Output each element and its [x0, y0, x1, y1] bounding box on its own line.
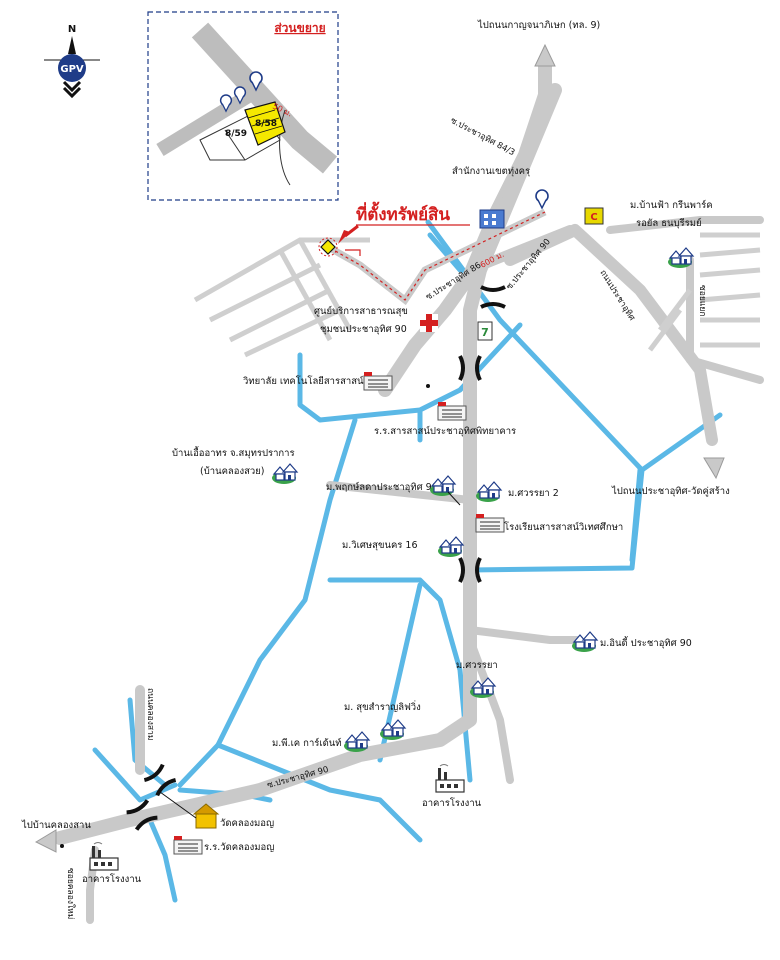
- landmark-college: วิทยาลัย เทคโนโลยีสารสาสน์: [242, 375, 364, 387]
- village-grid-right: [648, 232, 761, 352]
- brand-logo: GPV: [60, 64, 84, 75]
- road-bottom-left-vertical: ซอยคลองใหม่: [65, 868, 76, 919]
- landmark-school-wittaya: โรงเรียนสารสาสน์วิเทศศึกษา: [504, 521, 623, 533]
- road-soi-right-small: ซอยแยก: [697, 285, 707, 316]
- landmark-village-pk: ม.พี.เค การ์เด้นท์: [272, 737, 342, 749]
- landmark-school-temple: ร.ร.วัดคลองมอญ: [204, 842, 274, 853]
- inset-title: ส่วนขยาย: [274, 21, 325, 35]
- compass-north-label: N: [68, 24, 76, 35]
- landmark-factory-2: อาคารโรงงาน: [82, 873, 142, 885]
- inset-map: ส่วนขยาย 8/58 8/59 50 ม.: [147, 11, 339, 201]
- landmark-village-sawanya2: ม.ศวรรยา 2: [508, 488, 559, 499]
- road-left-vertical: ถนนคลองสาม: [145, 688, 155, 740]
- landmark-village-indy: ม.อินดี้ ประชาอุทิศ 90: [600, 636, 692, 649]
- shop-icon: C: [584, 207, 604, 225]
- landmark-village-banfah-2: รอยัล ธนบุรีรมย์: [636, 217, 702, 229]
- landmark-village-sawanya: ม.ศวรรยา: [456, 660, 498, 671]
- landmark-factory-1: อาคารโรงงาน: [422, 797, 482, 809]
- landmark-health-center-2: ชุมชนประชาอุทิศ 90: [320, 324, 407, 335]
- landmark-elderly-home-2: (บ้านคลองสวย): [200, 466, 265, 477]
- village-grid-left: [193, 237, 370, 358]
- compass: N GPV: [44, 24, 100, 99]
- landmark-elderly-home-1: บ้านเอื้ออาทร จ.สมุทรปราการ: [172, 446, 295, 459]
- map-text: C: [590, 212, 597, 223]
- inset-lot-neighbor: 8/59: [225, 129, 247, 139]
- landmark-district-office: สำนักงานเขตทุ่งครุ: [452, 166, 530, 177]
- inset-lot-subject: 8/58: [255, 119, 277, 129]
- subject-lot: [244, 101, 286, 146]
- dest-khlong-san: ไปบ้านคลองสาน: [21, 819, 91, 831]
- road-arrows: [34, 43, 725, 853]
- dest-pracha-uthit: ไปถนนประชาอุทิศ-วัดคู่สร้าง: [611, 485, 730, 497]
- property-label: ที่ตั้งทรัพย์สิน: [356, 201, 450, 225]
- landmark-health-center-1: ศูนย์บริการสาธารณสุข: [314, 305, 408, 317]
- health-center-icon: [420, 314, 438, 332]
- landmark-village-banfah-1: ม.บ้านฟ้า กรีนพาร์ค: [630, 199, 713, 211]
- landmark-village-prueksa: ม.พฤกษ์ลดาประชาอุทิศ 90: [326, 481, 438, 493]
- landmark-village-wisetsuk: ม.วิเศษสุขนคร 16: [342, 540, 418, 551]
- temple-icon: [192, 803, 220, 829]
- map-text: 7: [481, 326, 489, 339]
- office-building-icon: [479, 209, 505, 229]
- landmark-temple: วัดคลองมอญ: [220, 818, 274, 829]
- landmark-school-sarasas: ร.ร.สารสาสน์ประชาอุทิศพิทยาคาร: [374, 425, 516, 437]
- convenience-store-icon: 7: [477, 321, 493, 341]
- dest-kanchana: ไปถนนกาญจนาภิเษก (ทล. 9): [477, 19, 600, 31]
- landmark-village-suk: ม. สุขสำราญลิฟวิ่ง: [344, 700, 421, 713]
